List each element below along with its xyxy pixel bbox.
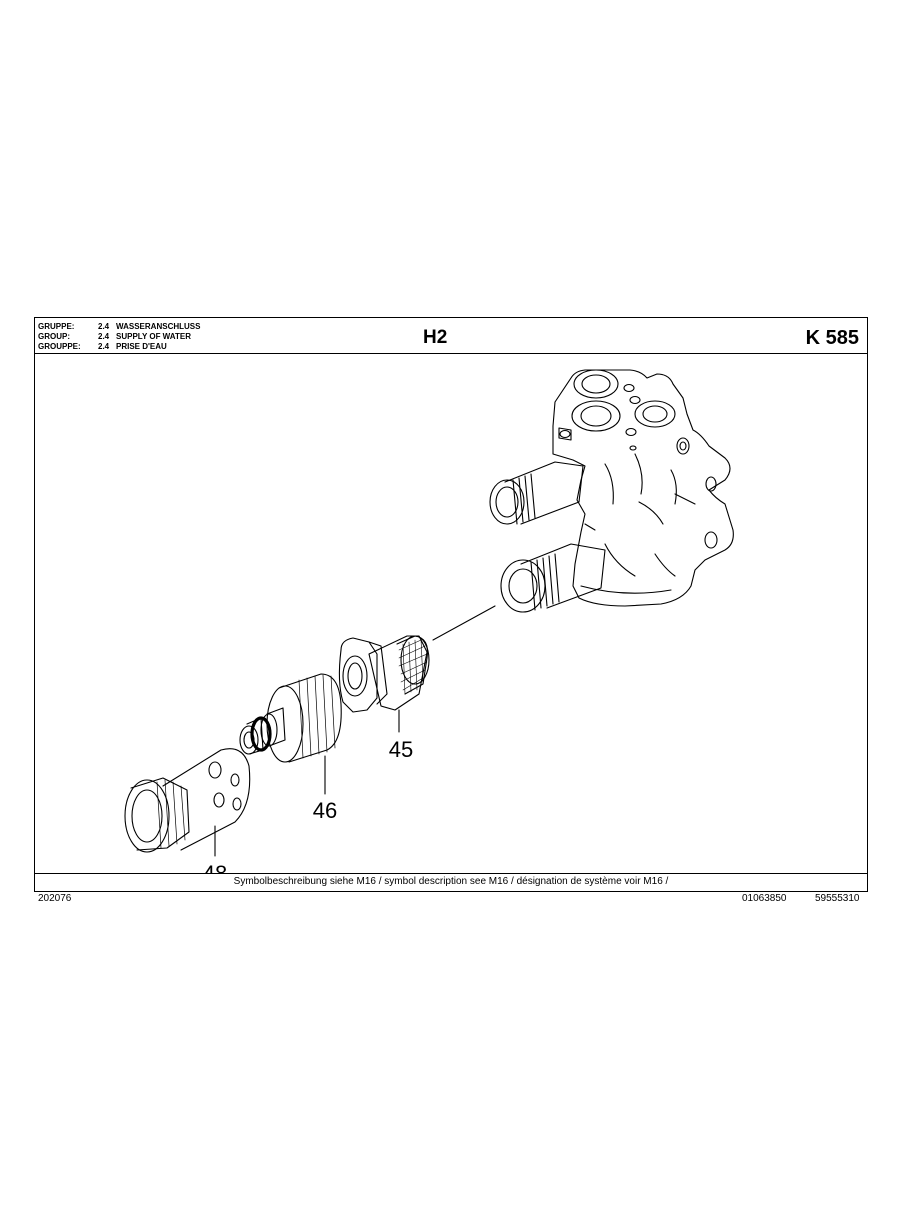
group-name: SUPPLY OF WATER (116, 332, 191, 341)
filter-sieve-part-45 (338, 635, 430, 713)
part-number-45: 45 (389, 737, 413, 762)
group-label: GROUPPE: (38, 342, 81, 351)
parts-sheet: GRUPPE: 2.4 WASSERANSCHLUSS GROUP: 2.4 S… (34, 317, 868, 892)
part-number-48: 48 (203, 861, 227, 873)
exploded-drawing: 45 46 (35, 354, 867, 886)
group-label: GROUP: (38, 332, 70, 341)
part-number-46: 46 (313, 798, 337, 823)
group-label: GRUPPE: (38, 322, 75, 331)
drawing-svg: 45 46 (124, 369, 734, 886)
doc-number-mid: 01063850 (742, 893, 787, 904)
assembly-axis-line (432, 605, 496, 641)
group-number: 2.4 (98, 322, 110, 331)
lower-threaded-inlet (500, 543, 606, 613)
group-number: 2.4 (98, 332, 110, 341)
hose-connector-part-48 (124, 748, 251, 853)
group-number: 2.4 (98, 342, 110, 351)
upper-threaded-outlet (489, 461, 584, 525)
group-name: WASSERANSCHLUSS (116, 322, 201, 331)
section-code: H2 (423, 327, 448, 348)
group-row-de: GRUPPE: 2.4 WASSERANSCHLUSS (38, 322, 200, 332)
group-row-fr: GROUPPE: 2.4 PRISE D'EAU (38, 342, 200, 352)
model-number: K 585 (805, 327, 859, 349)
doc-number-right: 59555310 (815, 893, 860, 904)
group-name: PRISE D'EAU (116, 342, 167, 351)
sheet-header: GRUPPE: 2.4 WASSERANSCHLUSS GROUP: 2.4 S… (35, 318, 867, 354)
group-info: GRUPPE: 2.4 WASSERANSCHLUSS GROUP: 2.4 S… (38, 322, 200, 352)
group-row-en: GROUP: 2.4 SUPPLY OF WATER (38, 332, 200, 342)
doc-number-left: 202076 (38, 893, 72, 904)
quick-coupling-part-46 (239, 673, 342, 763)
pump-head-housing (552, 369, 734, 607)
symbol-note: Symbolbeschreibung siehe M16 / symbol de… (35, 873, 867, 891)
